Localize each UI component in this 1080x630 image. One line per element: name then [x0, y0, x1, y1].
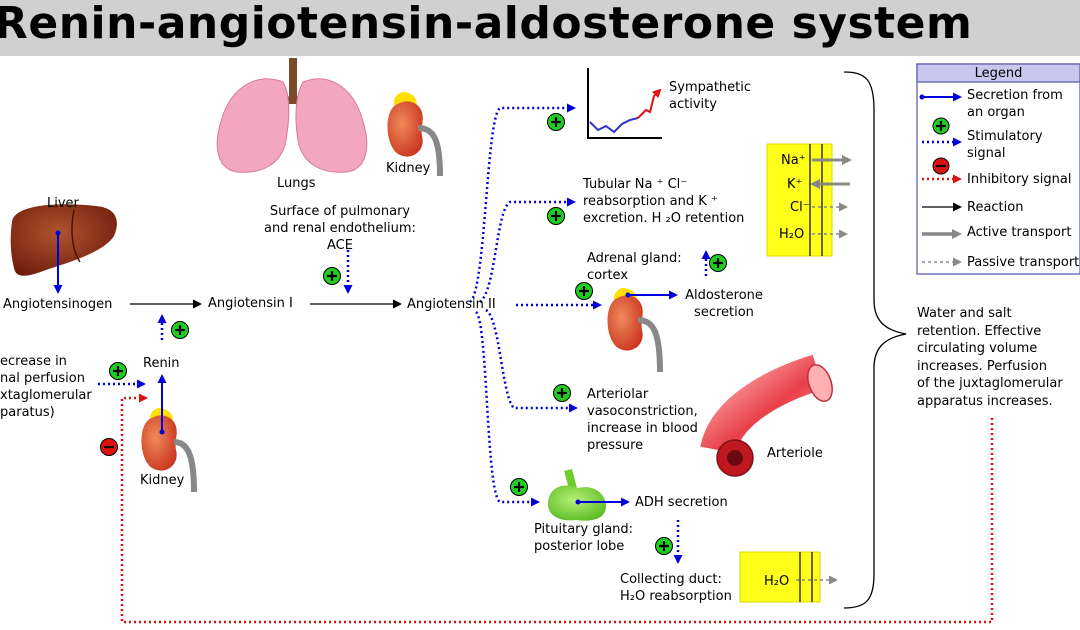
tubular-label: Tubular Na ⁺ Cl⁻ reabsorption and K ⁺ ex… [583, 177, 745, 226]
ion-box-top [766, 143, 852, 257]
secretion-arrows [53, 230, 678, 507]
pituitary-icon [548, 468, 606, 521]
ion-na: Na⁺ [781, 153, 806, 168]
kidney-icon [387, 92, 443, 177]
ion-h2o-top: H₂O [779, 227, 805, 242]
angiotensin-i-label: Angiotensin I [208, 296, 293, 311]
legend-reaction: Reaction [967, 200, 1024, 215]
adrenal-label: Adrenal gland: cortex [587, 251, 682, 283]
renin-label: Renin [143, 356, 180, 371]
arteriolar-label: Arteriolar vasoconstriction, increase in… [587, 387, 698, 453]
legend [916, 63, 1080, 275]
plus-circle-icon [932, 117, 950, 135]
plus-circle-icon [709, 254, 727, 272]
minus-circle-icon [932, 157, 950, 175]
plus-circle-icon [655, 537, 673, 555]
inhibitory-arrow [120, 393, 994, 624]
liver-label: Liver [47, 196, 79, 211]
minus-circle-icon [100, 438, 118, 456]
ion-k: K⁺ [787, 177, 803, 192]
title-bar: Renin-angiotensin-aldosterone system [0, 0, 1080, 56]
legend-active: Active transport [967, 225, 1072, 240]
sympathetic-label: Sympathetic activity [669, 80, 752, 112]
legend-stimulatory: Stimulatory signal [967, 129, 1043, 161]
plus-circle-icon [510, 478, 528, 496]
legend-secretion: Secretion from an organ [967, 88, 1063, 120]
kidney-bottom-label: Kidney [140, 473, 185, 488]
plus-circle-icon [575, 282, 593, 300]
surface-label: Surface of pulmonary and renal endotheli… [264, 204, 416, 253]
lungs-label: Lungs [277, 176, 316, 191]
liver-icon [10, 204, 117, 276]
diagram-title: Renin-angiotensin-aldosterone system [0, 0, 973, 49]
angiotensin-ii-label: Angiotensin II [407, 297, 496, 312]
legend-inhibitory: Inhibitory signal [967, 172, 1072, 187]
graph-icon [587, 68, 662, 139]
ion-cl: Cl⁻ [790, 200, 810, 215]
plus-circle-icon [323, 267, 341, 285]
plus-circle-icon [171, 321, 189, 339]
kidney-icon [607, 288, 663, 373]
arteriole-icon [700, 354, 833, 477]
stimulatory-arrows [98, 103, 711, 564]
plus-circle-icon [553, 384, 571, 402]
plus-circle-icon [109, 362, 127, 380]
brace [843, 71, 907, 609]
pituitary-label: Pituitary gland: posterior lobe [534, 522, 634, 554]
arteriole-label: Arteriole [767, 446, 823, 461]
plus-circle-icon [547, 207, 565, 225]
plus-circle-icon [547, 113, 565, 131]
decrease-perfusion-label: ecrease in nal perfusion xtaglomerular p… [0, 354, 92, 420]
collecting-duct-label: Collecting duct: H₂O reabsorption [620, 572, 732, 604]
adh-label: ADH secretion [635, 495, 728, 510]
legend-passive: Passive transport [967, 255, 1080, 270]
water-salt-label: Water and salt retention. Effective circ… [917, 306, 1063, 409]
kidney-top-label: Kidney [386, 161, 431, 176]
ion-h2o-bottom: H₂O [764, 574, 790, 589]
aldosterone-label: Aldosterone secretion [685, 288, 763, 320]
ion-box-bottom [739, 551, 838, 603]
angiotensinogen-label: Angiotensinogen [3, 297, 113, 312]
legend-title: Legend [974, 66, 1023, 81]
lungs-icon [216, 58, 368, 173]
